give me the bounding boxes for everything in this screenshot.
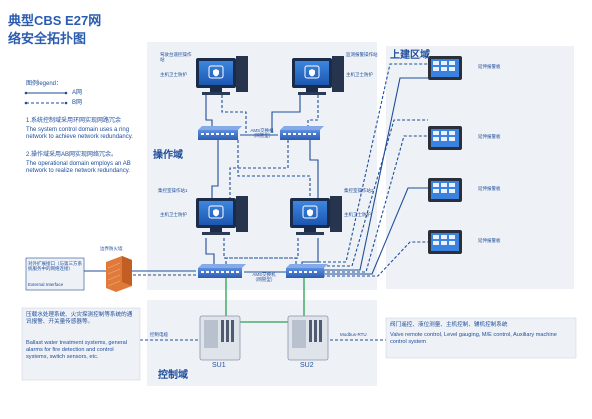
cabinet-su1: [199, 315, 241, 361]
station-4-label: 集控室操作站2: [344, 188, 374, 193]
deck-zone-bg: [386, 46, 574, 289]
station-2-label: 监测报警操作站: [346, 52, 378, 57]
note-1-cn: 1.系统控制域采用环网实现网路冗余: [26, 118, 122, 124]
note-2-cn: 2.操作域采用AB网实现网络冗余。: [26, 152, 118, 158]
page-title-line2: 络安全拓扑图: [8, 31, 87, 46]
cabinet-su2: [287, 315, 329, 361]
legend-b-dot-l: [24, 101, 28, 105]
alarm-panel-4: [428, 230, 462, 254]
alarm-panel-1: [428, 56, 462, 80]
switch-top-right: [280, 126, 324, 140]
panel-1-label: 延伸报警板: [478, 64, 501, 69]
left-system-box: [21, 307, 141, 381]
su2-label: SU2: [300, 362, 314, 369]
switch-top-left: [198, 126, 242, 140]
station-3-label: 集控室操作站1: [158, 188, 188, 193]
workstation-4: [290, 196, 342, 235]
workstation-3: [196, 196, 248, 235]
legend-a-dot-r: [64, 91, 68, 95]
external-interface-cn: 对外扩展接口（与第三方系统服务中的网络连接）: [28, 261, 82, 272]
network-links: [84, 63, 428, 341]
note-1-en: The system control domain uses a ring ne…: [26, 127, 133, 141]
panel-3-label: 延伸报警板: [478, 186, 501, 191]
right-box-en: Valve remote control, Level gauging, M/E…: [390, 332, 557, 345]
workstation-2: [292, 56, 344, 95]
external-interface-box: [25, 257, 85, 291]
right-box-cn: 阀门遥控、液位测量、主机控制、辅机控制系统: [390, 322, 508, 328]
control-zone-bg: [147, 300, 377, 386]
switch-top-label: AMS交换机（网管型）: [250, 128, 274, 139]
legend-b-dot-r: [64, 101, 68, 105]
su1-label: SU1: [212, 362, 226, 369]
station-3-guard: 主机卫士防护: [160, 212, 187, 217]
zone-operation-label: 操作域: [153, 150, 183, 161]
left-box-en: Ballast water treatment systems, general…: [26, 340, 128, 360]
page-title: 典型CBS E27网: [8, 13, 102, 28]
note-2-en: The operational domain employs an AB net…: [26, 161, 131, 175]
panel-4-label: 延伸报警板: [478, 238, 501, 243]
firewall-label: 边界防火墙: [100, 246, 123, 251]
firewall-icon: [106, 256, 132, 292]
right-system-box: [385, 317, 577, 359]
switch-bottom-right: [286, 264, 328, 278]
workstation-1: [196, 56, 248, 95]
modbus-label: Modbus-RTU: [340, 332, 367, 337]
legend-a-label: A网: [72, 90, 83, 96]
station-4-guard: 主机卫士防护: [344, 212, 371, 217]
left-box-cn: 压载水处理系统、火灾探测控制等系统的通讯报警、开关量传感器等。: [26, 312, 133, 325]
station-1-guard: 主机卫士防护: [160, 72, 187, 77]
alarm-panel-2: [428, 126, 462, 150]
zone-control-label: 控制域: [158, 370, 188, 381]
legend-b-label: B网: [72, 100, 83, 106]
switch-bottom-left: [198, 264, 246, 278]
control-ring: [225, 278, 305, 323]
legend-a-dot-l: [24, 91, 28, 95]
alarm-panel-3: [428, 178, 462, 202]
station-1-label: 驾驶台遥控操作站: [160, 52, 192, 63]
switch-bottom-label: AMS交换机（网管型）: [252, 272, 276, 283]
external-interface-en: External Interface: [28, 282, 64, 287]
panel-2-label: 延伸报警板: [478, 134, 501, 139]
zone-deck-label: 上建区域: [390, 50, 430, 61]
legend-heading: 图例legend：: [26, 81, 63, 87]
station-2-guard: 主机卫士防护: [346, 72, 373, 77]
control-cable-label: 控制电缆: [150, 332, 168, 337]
